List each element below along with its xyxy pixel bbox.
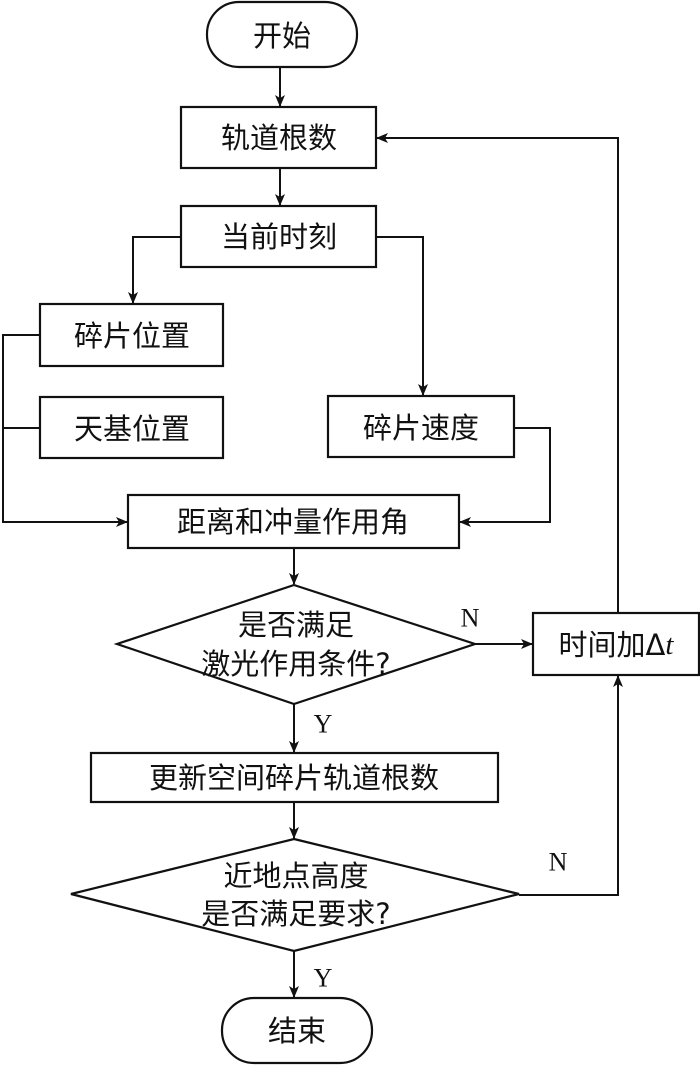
node-space-base-position: 天基位置 bbox=[38, 395, 225, 460]
node-laser-condition-line1: 是否满足 bbox=[238, 608, 354, 642]
node-space-base-position-label: 天基位置 bbox=[74, 412, 190, 446]
label-laser-yes: Y bbox=[314, 710, 333, 739]
node-perigee-line2: 是否满足要求? bbox=[201, 897, 390, 931]
label-perigee-yes: Y bbox=[314, 964, 333, 993]
node-laser-condition: 是否满足 激光作用条件? bbox=[113, 583, 479, 706]
time-add-prefix: 时间加 bbox=[559, 628, 646, 662]
label-laser-no: N bbox=[461, 604, 480, 633]
edge-velocity-to-distance bbox=[459, 427, 551, 527]
time-add-delta: Δ bbox=[646, 628, 666, 662]
node-laser-condition-line2: 激光作用条件? bbox=[201, 647, 390, 681]
node-orbit-elements: 轨道根数 bbox=[179, 105, 378, 170]
node-start-label: 开始 bbox=[253, 19, 311, 53]
edge-timeadd-to-orbit bbox=[376, 133, 619, 613]
node-orbit-elements-label: 轨道根数 bbox=[221, 121, 337, 155]
node-end: 结束 bbox=[220, 996, 374, 1065]
node-update-orbit-label: 更新空间碎片轨道根数 bbox=[149, 761, 439, 795]
node-perigee-line1: 近地点高度 bbox=[223, 859, 368, 893]
edge-time-to-velocity bbox=[376, 236, 428, 396]
node-debris-velocity-label: 碎片速度 bbox=[363, 411, 479, 445]
node-debris-position-label: 碎片位置 bbox=[74, 319, 190, 353]
node-debris-position: 碎片位置 bbox=[38, 302, 225, 368]
node-perigee-check: 近地点高度 是否满足要求? bbox=[70, 837, 520, 953]
node-distance-angle-label: 距离和冲量作用角 bbox=[177, 505, 409, 539]
time-add-var: t bbox=[665, 629, 674, 661]
node-time-add: 时间加Δt bbox=[531, 611, 700, 677]
node-current-time-label: 当前时刻 bbox=[221, 220, 337, 254]
edge-time-to-position bbox=[128, 236, 181, 304]
edge-perigee-no bbox=[519, 675, 623, 896]
node-update-orbit: 更新空间碎片轨道根数 bbox=[89, 751, 500, 804]
label-perigee-no: N bbox=[549, 848, 568, 877]
node-debris-velocity: 碎片速度 bbox=[326, 394, 516, 459]
connectors bbox=[2, 67, 623, 998]
node-end-label: 结束 bbox=[268, 1014, 326, 1048]
node-start: 开始 bbox=[205, 0, 359, 69]
node-distance-angle: 距离和冲量作用角 bbox=[126, 493, 461, 550]
node-current-time: 当前时刻 bbox=[179, 204, 378, 269]
node-time-add-label: 时间加Δt bbox=[559, 628, 675, 662]
